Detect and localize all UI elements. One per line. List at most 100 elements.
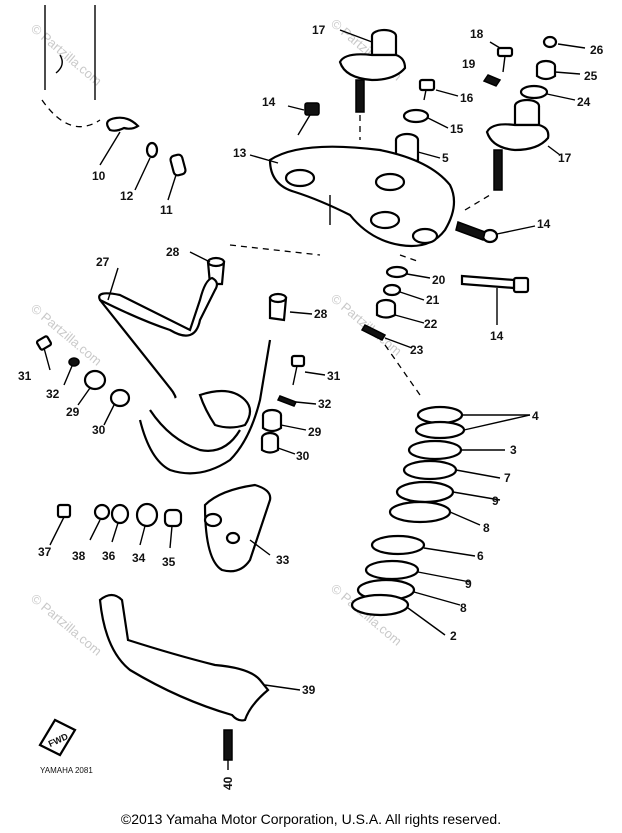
label-31: 31 bbox=[327, 369, 341, 383]
label-30: 30 bbox=[92, 423, 106, 437]
label-13: 13 bbox=[233, 146, 247, 160]
label-5: 5 bbox=[442, 151, 449, 165]
label-16: 16 bbox=[460, 91, 474, 105]
label-36: 36 bbox=[102, 549, 116, 563]
part-bolt-14-long bbox=[460, 274, 530, 325]
part-upper-bracket-13 bbox=[249, 145, 456, 248]
label-8: 8 bbox=[483, 521, 490, 535]
label-4: 4 bbox=[532, 409, 539, 423]
label-40: 40 bbox=[221, 776, 235, 790]
part-cap-26 bbox=[542, 35, 586, 49]
part-sleeve-28-right bbox=[268, 292, 313, 322]
part-stem-17-right bbox=[464, 98, 561, 211]
fwd-arrow-icon: FWD bbox=[38, 718, 77, 757]
label-2: 2 bbox=[450, 629, 457, 643]
label-17: 17 bbox=[558, 151, 572, 165]
part-ring-21 bbox=[382, 283, 425, 301]
part-spacer-35 bbox=[163, 508, 183, 549]
label-38: 38 bbox=[72, 549, 86, 563]
part-bracket-33 bbox=[203, 483, 272, 573]
part-bolt-14-top bbox=[287, 102, 320, 136]
part-bolt-37 bbox=[49, 503, 72, 546]
part-bushing-22 bbox=[375, 298, 425, 324]
part-bolt-25 bbox=[535, 59, 581, 81]
steering-parts-diagram: © Partzilla.com © Partzilla.com © Partzi… bbox=[18, 5, 604, 790]
label-28: 28 bbox=[166, 245, 180, 259]
callout-labels: 2 3 4 5 6 7 8 8 9 9 10 11 12 13 14 14 14… bbox=[18, 23, 604, 790]
part-pin-11 bbox=[167, 153, 187, 201]
label-14: 14 bbox=[490, 329, 504, 343]
part-clip-10 bbox=[99, 116, 140, 166]
part-washer-12 bbox=[134, 141, 159, 191]
label-29: 29 bbox=[66, 405, 80, 419]
label-27: 27 bbox=[96, 255, 110, 269]
watermark: © Partzilla.com bbox=[28, 591, 105, 659]
label-34: 34 bbox=[132, 551, 146, 565]
label-33: 33 bbox=[276, 553, 290, 567]
label-23: 23 bbox=[410, 343, 424, 357]
label-32: 32 bbox=[318, 397, 332, 411]
part-washer-24 bbox=[519, 84, 576, 101]
drawing-code: YAMAHA 2081 bbox=[40, 766, 93, 775]
part-stem-17-left bbox=[338, 28, 407, 140]
label-24: 24 bbox=[577, 95, 591, 109]
part-spring-23 bbox=[360, 324, 421, 396]
label-9: 9 bbox=[492, 494, 499, 508]
label-22: 22 bbox=[424, 317, 438, 331]
part-bolt-14-right bbox=[455, 221, 536, 244]
part-washer-20 bbox=[385, 265, 431, 279]
part-collar-34 bbox=[135, 502, 159, 546]
bearing-stack-lower bbox=[350, 534, 476, 636]
label-21: 21 bbox=[426, 293, 440, 307]
label-37: 37 bbox=[38, 545, 52, 559]
label-7: 7 bbox=[504, 471, 511, 485]
label-9: 9 bbox=[465, 577, 472, 591]
label-3: 3 bbox=[510, 443, 517, 457]
part-collar-30-right bbox=[260, 431, 296, 455]
part-grommet-29-left bbox=[77, 369, 107, 406]
label-17: 17 bbox=[312, 23, 326, 37]
label-29: 29 bbox=[308, 425, 322, 439]
label-19: 19 bbox=[462, 57, 476, 71]
label-35: 35 bbox=[162, 555, 176, 569]
part-grommet-29-right bbox=[261, 408, 307, 433]
label-14: 14 bbox=[537, 217, 551, 231]
label-11: 11 bbox=[160, 203, 173, 217]
watermark: © Partzilla.com bbox=[28, 21, 105, 89]
label-15: 15 bbox=[450, 122, 464, 136]
part-bolt-31-right bbox=[290, 354, 326, 386]
part-bolt-31-left bbox=[35, 335, 53, 371]
label-14: 14 bbox=[262, 95, 276, 109]
part-cover-39 bbox=[98, 593, 301, 722]
part-grommet-36 bbox=[110, 503, 130, 543]
label-26: 26 bbox=[590, 43, 604, 57]
part-bolt-16 bbox=[418, 78, 459, 101]
fork-tube-fragment bbox=[41, 5, 101, 128]
part-bolt-40 bbox=[223, 729, 233, 770]
label-12: 12 bbox=[120, 189, 134, 203]
copyright-notice: ©2013 Yamaha Motor Corporation, U.S.A. A… bbox=[120, 811, 502, 827]
part-bolt-18 bbox=[489, 41, 514, 73]
part-washer-32-right bbox=[276, 395, 317, 407]
label-32: 32 bbox=[46, 387, 60, 401]
part-handlebar-27 bbox=[98, 267, 272, 475]
label-20: 20 bbox=[432, 273, 446, 287]
part-washer-15 bbox=[402, 108, 449, 129]
label-39: 39 bbox=[302, 683, 316, 697]
part-washer-38 bbox=[89, 503, 111, 541]
part-collar-30-left bbox=[103, 388, 131, 426]
label-18: 18 bbox=[470, 27, 484, 41]
watermark: © Partzilla.com bbox=[28, 301, 105, 369]
label-31: 31 bbox=[18, 369, 32, 383]
leader-dashed bbox=[229, 244, 321, 256]
part-washer-32-left bbox=[63, 357, 80, 386]
label-6: 6 bbox=[477, 549, 484, 563]
label-28: 28 bbox=[314, 307, 328, 321]
leader-dashed bbox=[399, 254, 421, 263]
label-10: 10 bbox=[92, 169, 106, 183]
part-spring-19 bbox=[482, 74, 502, 87]
label-8: 8 bbox=[460, 601, 467, 615]
part-sleeve-28-left bbox=[189, 251, 226, 286]
label-30: 30 bbox=[296, 449, 310, 463]
label-25: 25 bbox=[584, 69, 598, 83]
